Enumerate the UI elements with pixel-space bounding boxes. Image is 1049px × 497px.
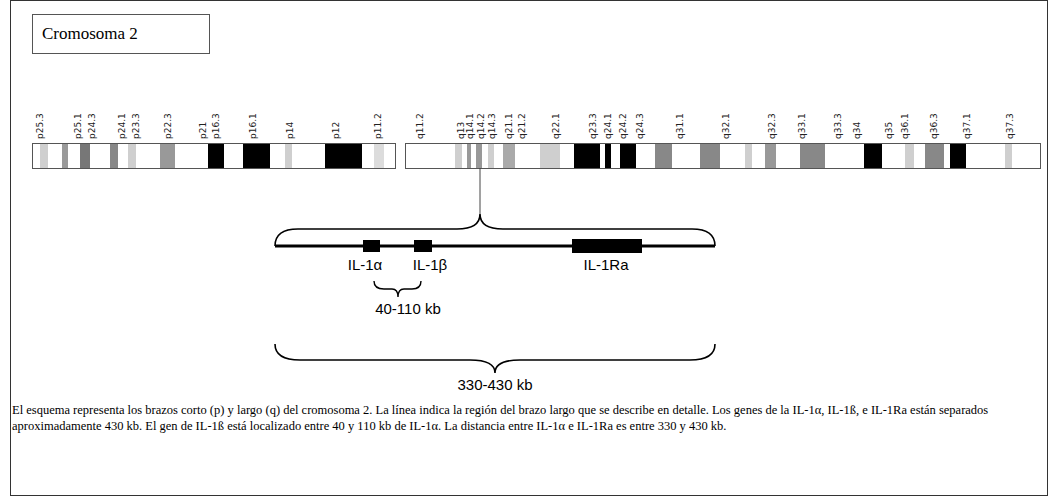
band-label: q35 — [884, 122, 894, 139]
gene-label: IL-1β — [413, 256, 447, 274]
band-label: p22.3 — [163, 113, 173, 139]
title-text: Cromosoma 2 — [42, 24, 200, 44]
chromosome-band — [540, 144, 560, 168]
band-label: q31.1 — [675, 113, 685, 139]
band-label: q36.3 — [929, 113, 939, 139]
chromosome-band — [905, 144, 914, 168]
band-label: p12 — [331, 122, 341, 139]
chromosome-band — [503, 144, 515, 168]
chromosome-arm — [406, 144, 1041, 169]
band-label: p24.3 — [87, 113, 97, 139]
gene-label: IL-1Ra — [583, 256, 628, 274]
chromosome-band — [160, 144, 175, 168]
chromosome-band — [745, 144, 752, 168]
chromosome-band — [208, 144, 224, 168]
band-label: q23.3 — [588, 113, 598, 139]
chromosome-band — [467, 144, 471, 168]
chromosome-band — [62, 144, 68, 168]
band-label: p25.3 — [35, 113, 45, 139]
frame — [11, 1, 1048, 496]
band-label: q32.3 — [767, 113, 777, 139]
band-label: p14 — [285, 122, 295, 139]
band-label: q24.2 — [618, 113, 628, 139]
chromosome-outline — [406, 144, 1041, 169]
band-label: p23.3 — [131, 113, 141, 139]
chromosome-band — [374, 144, 384, 168]
chromosome-band — [620, 144, 636, 168]
band-label: q22.1 — [551, 113, 561, 139]
band-label: q24.1 — [603, 113, 613, 139]
chromosome-band — [925, 144, 944, 168]
chromosome-arm — [33, 144, 396, 169]
gene-il1a — [363, 240, 380, 252]
band-label: q14.3 — [487, 113, 497, 139]
gene-il1ra — [572, 239, 642, 253]
band-label: q37.1 — [962, 113, 972, 139]
band-label: q24.3 — [635, 113, 645, 139]
leader-line — [480, 168, 481, 214]
chromosome-band — [574, 144, 600, 168]
chromosome-band — [110, 144, 118, 168]
chromosome-band — [800, 144, 825, 168]
figure-caption: El esquema representa los brazos corto (… — [12, 403, 1042, 434]
chromosome-ideogram — [33, 144, 1041, 169]
distance-label: 40-110 kb — [375, 300, 441, 318]
chromosome-band — [128, 144, 136, 168]
chromosome-band — [655, 144, 672, 168]
band-label: q14.2 — [476, 113, 486, 139]
chromosome-band — [488, 144, 494, 168]
chromosome-band — [80, 144, 90, 168]
band-label: q33.1 — [797, 113, 807, 139]
band-label: p25.1 — [73, 113, 83, 139]
region-line — [275, 245, 715, 248]
chromosome-band — [243, 144, 270, 168]
chromosome-band — [605, 144, 611, 168]
band-label: q13 — [456, 122, 466, 139]
gene-label: IL-1α — [348, 256, 383, 274]
chromosome-band — [455, 144, 462, 168]
band-label: q37.3 — [1005, 113, 1015, 139]
band-label: q33.3 — [833, 113, 843, 139]
title-box: Cromosoma 2 — [32, 14, 210, 54]
band-label: q32.1 — [721, 113, 731, 139]
chromosome-band — [864, 144, 882, 168]
chromosome-band — [765, 144, 776, 168]
distance-label: 330-430 kb — [457, 376, 532, 394]
chromosome-outline — [33, 144, 396, 169]
band-label: q11.2 — [415, 113, 425, 139]
band-label: q34 — [852, 122, 862, 139]
chromosome-band — [950, 144, 966, 168]
band-label: q14.1 — [465, 113, 475, 139]
band-label: q21.2 — [517, 113, 527, 139]
band-label: q36.1 — [900, 113, 910, 139]
band-label: p24.1 — [117, 113, 127, 139]
top-brace — [275, 214, 715, 246]
chromosome-band — [476, 144, 482, 168]
small-brace — [374, 281, 421, 297]
chromosome-band — [40, 144, 48, 168]
chromosome-band — [325, 144, 362, 168]
band-label: p16.1 — [248, 113, 258, 139]
gene-il1b — [414, 240, 432, 252]
chromosome-band — [700, 144, 720, 168]
chromosome-band — [1005, 144, 1012, 168]
band-label: p16.3 — [211, 113, 221, 139]
band-label: q21.1 — [504, 113, 514, 139]
chromosome-band — [285, 144, 292, 168]
band-label: p21 — [198, 122, 208, 139]
band-label: p11.2 — [373, 113, 383, 139]
large-brace — [275, 344, 715, 373]
